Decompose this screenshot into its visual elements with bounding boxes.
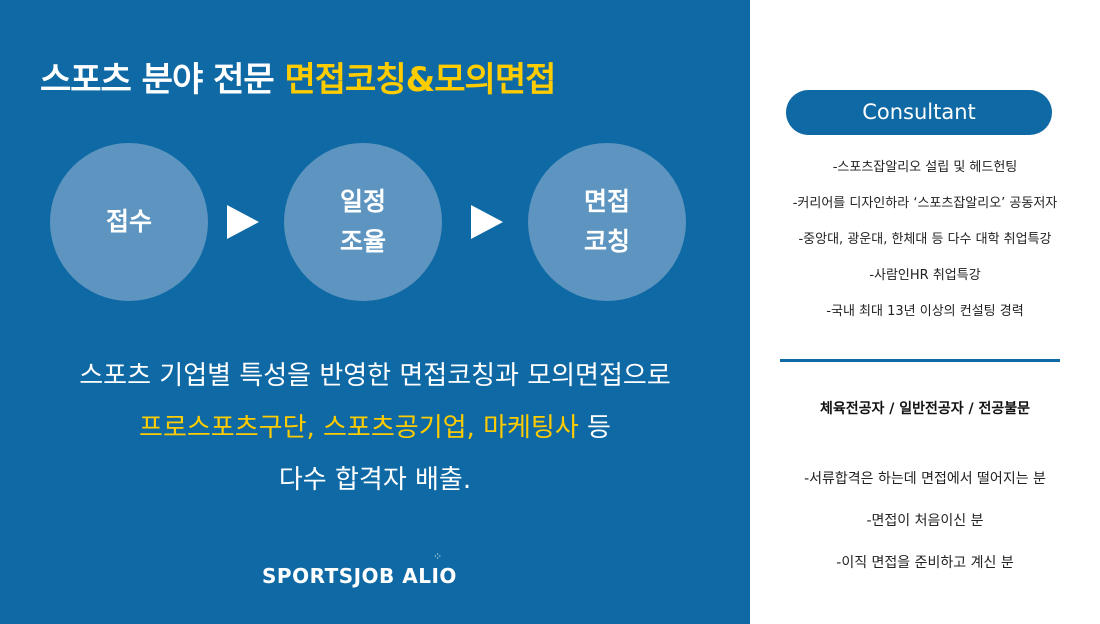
step-coaching: 면접 코칭 [528, 143, 686, 301]
title-highlight: 면접코칭&모의면접 [284, 60, 556, 100]
arrow-right-icon [471, 205, 503, 239]
description-line: 스포츠 기업별 특성을 반영한 면접코칭과 모의면접으로 [79, 361, 671, 391]
description: 스포츠 기업별 특성을 반영한 면접코칭과 모의면접으로 프로스포츠구단, 스포… [0, 350, 750, 506]
consultant-badge: Consultant [786, 90, 1052, 135]
list-item: -면접이 처음이신 분 [866, 513, 984, 529]
text: 등 [578, 413, 611, 443]
highlight-text: 프로스포츠구단, 스포츠공기업, 마케팅사 [139, 413, 579, 443]
target-heading: 체육전공자 / 일반전공자 / 전공불문 [819, 401, 1031, 417]
arrow-right-icon [227, 205, 259, 239]
list-item: -커리어를 디자인하라 ‘스포츠잡알리오’ 공동저자 [792, 196, 1058, 211]
page-title: 스포츠 분야 전문 면접코칭&모의면접 [40, 52, 556, 101]
logo-dots-icon: ⁘ [433, 550, 443, 563]
list-item: -이직 면접을 준비하고 계신 분 [836, 555, 1014, 571]
list-item: -사람인HR 취업특강 [869, 268, 981, 283]
list-item: -서류합격은 하는데 면접에서 떨어지는 분 [804, 471, 1046, 487]
list-item: -국내 최대 13년 이상의 컨설팅 경력 [826, 304, 1024, 319]
list-item: -중앙대, 광운대, 한체대 등 다수 대학 취업특강 [798, 232, 1052, 247]
left-panel: 스포츠 분야 전문 면접코칭&모의면접 접수 일정 조율 면접 코칭 스포츠 기… [0, 0, 750, 624]
divider [780, 359, 1060, 362]
target-list: -서류합격은 하는데 면접에서 떨어지는 분 -면접이 처음이신 분 -이직 면… [755, 458, 1095, 584]
consultant-list: -스포츠잡알리오 설립 및 헤드헌팅 -커리어를 디자인하라 ‘스포츠잡알리오’… [755, 150, 1095, 330]
description-line: 다수 합격자 배출. [278, 465, 472, 495]
step-receipt: 접수 [50, 143, 208, 301]
list-item: -스포츠잡알리오 설립 및 헤드헌팅 [832, 160, 1018, 175]
description-line: 프로스포츠구단, 스포츠공기업, 마케팅사 등 [0, 402, 750, 454]
step-schedule: 일정 조율 [284, 143, 442, 301]
title-white: 스포츠 분야 전문 [40, 60, 285, 100]
logo: SPORTSJOB ALIO [262, 564, 457, 588]
